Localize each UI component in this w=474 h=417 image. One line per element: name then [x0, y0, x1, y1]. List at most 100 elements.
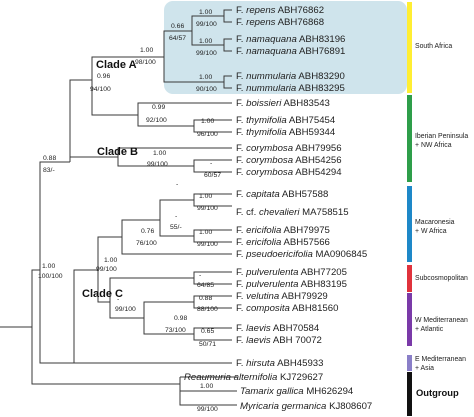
region-label: Macaronesia [415, 219, 455, 226]
support-pp: 1.00 [140, 47, 153, 54]
region-label: Iberian Peninsula [415, 133, 468, 140]
region-labels: South Africa Iberian Peninsula + NW Afri… [415, 43, 468, 398]
support-bs: 60/57 [204, 172, 221, 179]
support-bs: 99/100 [115, 306, 136, 313]
taxon-labels: F. repens ABH76862 F. repens ABH76868 F.… [184, 5, 372, 412]
region-bar-macaronesia [407, 186, 412, 262]
support-pp: - [175, 213, 177, 220]
support-pp: 0.98 [174, 315, 187, 322]
support-bs: 64/57 [169, 35, 186, 42]
support-pp: 1.00 [199, 193, 212, 200]
support-pp: 0.65 [201, 328, 214, 335]
clade-b-label: Clade B [97, 146, 138, 158]
taxon-label: F. composita ABH81560 [236, 303, 338, 314]
region-label: Subcosmopolitan [415, 275, 468, 282]
taxon-label: F. nummularia ABH83290 [236, 71, 345, 82]
support-bs: 99/100 [197, 406, 218, 413]
region-label: W Mediterranean [415, 317, 468, 324]
support-bs: 88/100 [197, 306, 218, 313]
clade-c-label: Clade C [82, 288, 123, 300]
support-bs: 83/- [43, 167, 55, 174]
taxon-label: F. corymbosa ABH54294 [236, 167, 342, 178]
region-bar-subcosmopolitan [407, 265, 412, 292]
support-pp: 1.00 [42, 263, 55, 270]
taxon-label: F. nummularia ABH83295 [236, 83, 345, 94]
taxon-label: F. boissieri ABH83543 [236, 98, 330, 109]
taxon-label: F. thymifolia ABH59344 [236, 127, 336, 138]
support-pp: - [176, 181, 178, 188]
support-bs: 94/100 [90, 86, 111, 93]
taxon-label: F. pseudoericifolia MA0906845 [236, 249, 367, 260]
support-bs: 98/100 [135, 59, 156, 66]
taxon-label: F. repens ABH76868 [236, 17, 324, 28]
support-bs: 90/100 [196, 86, 217, 93]
outgroup-label: Outgroup [416, 387, 459, 398]
region-label: + NW Africa [415, 142, 452, 149]
support-bs: 92/100 [146, 117, 167, 124]
region-bar-outgroup [407, 372, 412, 416]
support-bs: 99/100 [196, 21, 217, 28]
taxon-label: F. hirsuta ABH45933 [236, 358, 323, 369]
support-pp: 1.00 [199, 9, 212, 16]
taxon-label: F. thymifolia ABH75454 [236, 115, 336, 126]
support-pp: - [210, 160, 212, 167]
support-pp: 0.99 [152, 104, 165, 111]
support-bs: 99/100 [96, 266, 117, 273]
tree-branches [0, 9, 237, 406]
support-pp: 0.76 [141, 228, 154, 235]
support-bs: 64/85 [197, 282, 214, 289]
support-bs: 55/- [170, 224, 182, 231]
taxon-label: F. pulverulenta ABH83195 [236, 279, 347, 290]
taxon-label: F. corymbosa ABH54256 [236, 155, 342, 166]
region-bar-iberian [407, 95, 412, 182]
support-pp: 0.88 [43, 155, 56, 162]
taxon-label: F. ericifolia ABH79975 [236, 225, 330, 236]
taxon-label: Reaumuria alternifolia KJ729627 [184, 372, 323, 383]
taxon-label: F. repens ABH76862 [236, 5, 324, 16]
support-pp: 0.88 [199, 295, 212, 302]
taxon-label: F. pulverulenta ABH77205 [236, 267, 347, 278]
region-bar-w-mediterranean [407, 293, 412, 346]
clade-a-label: Clade A [96, 59, 137, 71]
support-pp: 1.00 [201, 118, 214, 125]
taxon-label: F. cf. chevalieri MA758515 [236, 207, 349, 218]
support-pp: 1.00 [199, 74, 212, 81]
taxon-label: F. laevis ABH70584 [236, 323, 320, 334]
support-bs: 99/100 [196, 50, 217, 57]
taxon-label: F. capitata ABH57588 [236, 189, 328, 200]
region-label: + W Africa [415, 228, 447, 235]
region-label: + Atlantic [415, 326, 444, 333]
support-pp: 1.00 [199, 229, 212, 236]
support-values: 1.00 99/100 0.66 64/57 1.00 99/100 1.00 … [38, 9, 221, 413]
taxon-label: F. namaquana ABH76891 [236, 46, 345, 57]
region-label: + Asia [415, 365, 434, 372]
support-pp: - [117, 296, 119, 303]
taxon-label: F. laevis ABH 70072 [236, 335, 322, 346]
support-bs: 99/100 [147, 161, 168, 168]
support-pp: 1.00 [104, 257, 117, 264]
region-bar-south-africa [407, 2, 412, 93]
support-pp: 1.00 [199, 38, 212, 45]
taxon-label: F. ericifolia ABH57566 [236, 237, 330, 248]
support-bs: 76/100 [136, 240, 157, 247]
support-pp: 0.66 [171, 23, 184, 30]
support-pp: 1.00 [200, 383, 213, 390]
taxon-label: F. corymbosa ABH79956 [236, 143, 342, 154]
support-pp: 0.96 [97, 73, 110, 80]
support-bs: 99/100 [197, 205, 218, 212]
region-bar-e-mediterranean [407, 355, 412, 371]
region-label: E Mediterranean [415, 356, 466, 363]
support-pp: - [199, 272, 201, 279]
taxon-label: F. namaquana ABH83196 [236, 34, 345, 45]
region-bars [407, 2, 412, 416]
clade-a-highlight [164, 1, 407, 94]
taxon-label: Myricaria germanica KJ808607 [240, 401, 372, 412]
support-bs: 73/100 [165, 327, 186, 334]
support-bs: 99/100 [197, 241, 218, 248]
support-bs: 50/71 [199, 341, 216, 348]
support-bs: 96/100 [197, 131, 218, 138]
support-pp: 1.00 [153, 150, 166, 157]
taxon-label: F. velutina ABH79929 [236, 291, 328, 302]
support-bs: 100/100 [38, 273, 63, 280]
